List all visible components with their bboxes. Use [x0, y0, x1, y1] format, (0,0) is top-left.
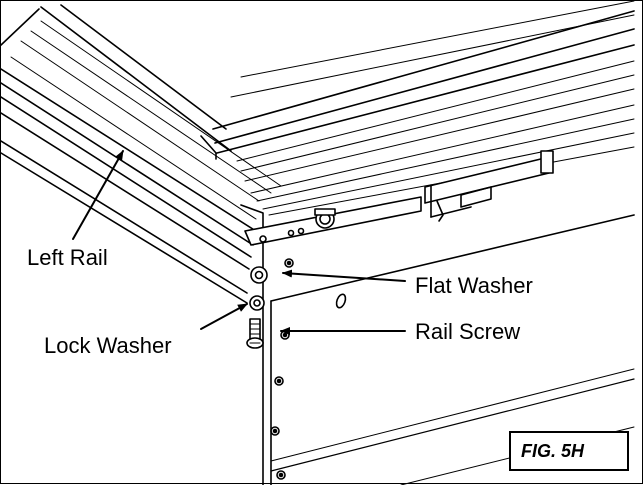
- rail-screw-drawing: [246, 318, 264, 349]
- corner-bracket-drawing: [244, 196, 422, 246]
- latch-bracket-drawing: [424, 150, 554, 222]
- left-rail-leader: [72, 150, 124, 240]
- flat-washer-drawing: [250, 266, 268, 284]
- figure-caption-box: FIG. 5H: [509, 431, 629, 471]
- front-rail-drawing: [40, 1, 635, 216]
- left-rail-label: Left Rail: [27, 245, 108, 270]
- lock-washer-drawing: [249, 295, 265, 311]
- lock-washer-leader: [200, 303, 248, 330]
- left-rail-drawing: [1, 8, 282, 304]
- rail-screw-label: Rail Screw: [415, 319, 521, 344]
- flat-washer-leader: [282, 269, 406, 282]
- lock-washer-label: Lock Washer: [44, 333, 172, 358]
- flat-washer-label: Flat Washer: [415, 273, 533, 298]
- figure-caption: FIG. 5H: [521, 440, 585, 461]
